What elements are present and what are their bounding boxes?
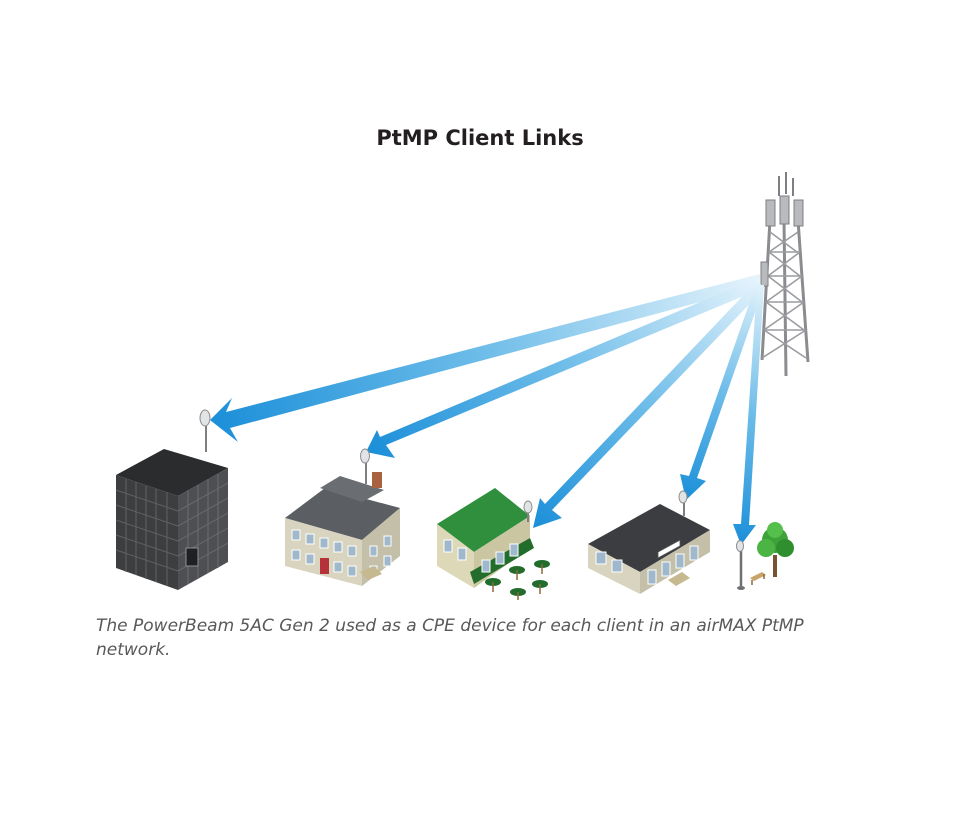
- link-arrow-store: [680, 284, 764, 500]
- house-icon: [285, 472, 400, 586]
- dish-antenna-icon: [736, 540, 744, 552]
- link-arrow-office: [210, 274, 760, 442]
- dish-antenna-icon: [199, 409, 211, 452]
- store-icon: [588, 504, 710, 594]
- tree-icon: [757, 522, 794, 577]
- link-arrow-house: [366, 278, 763, 458]
- diagram-title: PtMP Client Links: [376, 126, 584, 150]
- office-building-icon: [115, 449, 229, 590]
- dish-antenna-icon: [678, 490, 688, 516]
- bench-icon: [750, 572, 766, 585]
- link-arrow-pole: [733, 285, 764, 545]
- dish-antenna-icon: [360, 448, 370, 484]
- diagram-caption: The PowerBeam 5AC Gen 2 used as a CPE de…: [96, 616, 804, 660]
- cafe-icon: [437, 488, 550, 600]
- link-arrow-cafe: [533, 282, 764, 528]
- cell-tower-icon: [760, 172, 810, 377]
- dish-antenna-icon: [523, 500, 533, 522]
